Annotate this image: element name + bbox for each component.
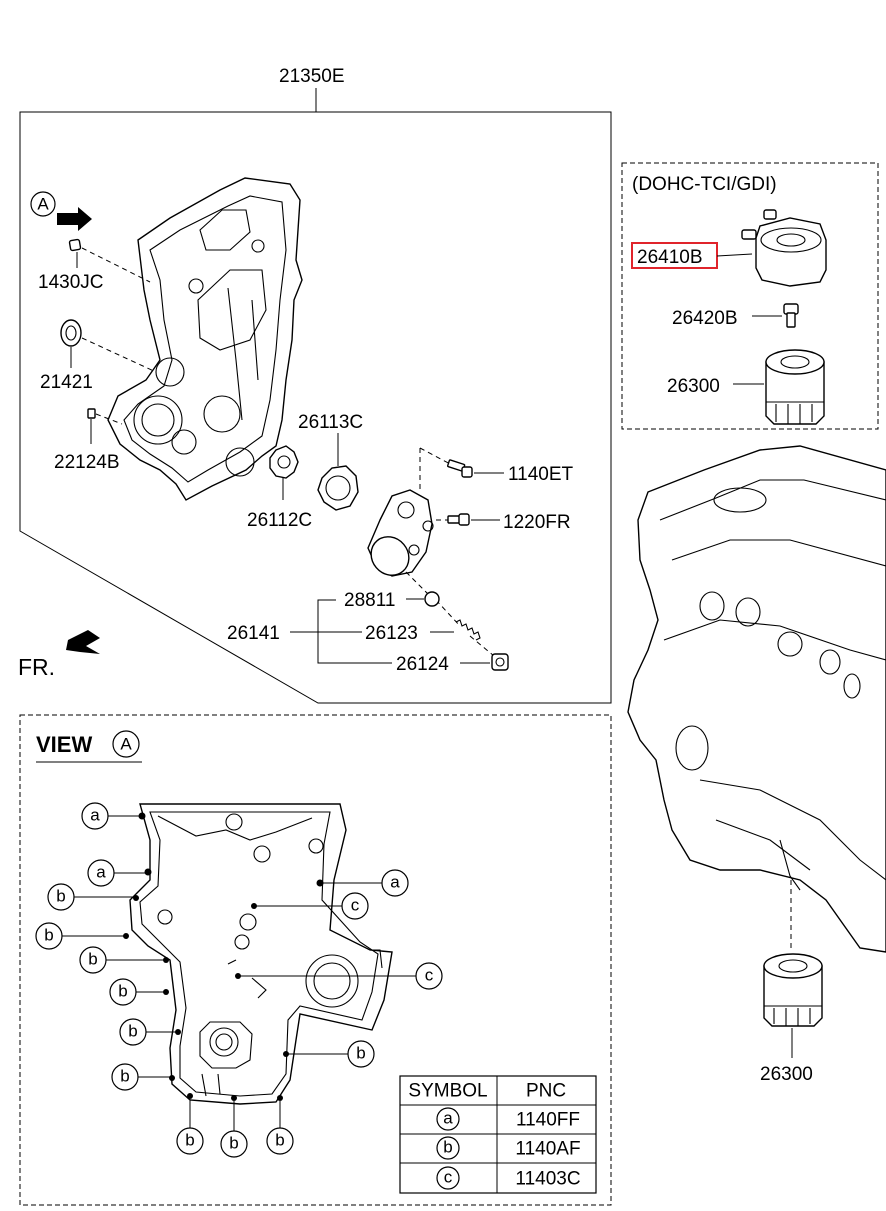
view-a-callouts: a a a b b b b b b b b b b c <box>35 802 443 1158</box>
front-arrow-icon <box>66 630 100 654</box>
label-26124[interactable]: 26124 <box>396 654 449 675</box>
variant-box: (DOHC-TCI/GDI) 26410B 26420B <box>621 162 879 430</box>
part-21421: 21421 <box>40 319 157 393</box>
callout-b: b <box>44 926 53 945</box>
label-1140ET[interactable]: 1140ET <box>508 464 574 485</box>
table-row-pnc[interactable]: 1140FF <box>516 1110 580 1131</box>
view-a-arrow: A <box>30 191 92 231</box>
callout-a: a <box>96 863 106 882</box>
part-22124B: 22124B <box>54 408 123 473</box>
variant-label: (DOHC-TCI/GDI) <box>632 174 777 195</box>
part-26141: 26141 <box>227 599 392 664</box>
label-26141[interactable]: 26141 <box>227 623 280 644</box>
label-1220FR[interactable]: 1220FR <box>503 512 571 533</box>
callout-c: c <box>425 966 434 985</box>
timing-cover-illustration <box>107 177 303 501</box>
part-1140ET: 1140ET <box>447 459 574 485</box>
callout-b: b <box>120 1067 129 1086</box>
label-26113C[interactable]: 26113C <box>298 412 363 433</box>
view-a-marker-text: A <box>37 195 49 214</box>
callout-a: a <box>90 806 100 825</box>
label-26123[interactable]: 26123 <box>365 623 418 644</box>
label-28811[interactable]: 28811 <box>344 590 395 611</box>
callout-b: b <box>229 1134 238 1153</box>
part-1220FR: 1220FR <box>447 512 571 533</box>
view-a-leaders <box>62 815 416 1131</box>
view-a-bolt-points <box>123 812 324 1101</box>
table-row-symbol: c <box>444 1168 453 1187</box>
oil-pump-housing <box>367 447 495 657</box>
part-26123: 26123 <box>365 619 481 644</box>
engine-oil-filter: 26300 <box>760 953 823 1085</box>
callout-b: b <box>275 1131 284 1150</box>
table-header-pnc: PNC <box>526 1081 566 1102</box>
callout-b: b <box>118 982 127 1001</box>
label-26300-engine[interactable]: 26300 <box>760 1064 813 1085</box>
symbol-table: SYMBOL PNC a 1140FF b 1140AF c 11403C <box>399 1075 597 1194</box>
front-label: FR. <box>18 654 55 680</box>
label-26410B[interactable]: 26410B <box>637 247 703 268</box>
assembly-label-21350E[interactable]: 21350E <box>279 66 345 87</box>
view-a-title: VIEW <box>36 732 92 757</box>
callout-b: b <box>185 1131 194 1150</box>
callout-b: b <box>88 950 97 969</box>
main-assembly-frame <box>19 111 612 704</box>
part-26420B-illustration <box>783 303 799 328</box>
part-28811: 28811 <box>344 590 440 611</box>
engine-block-illustration <box>627 445 886 953</box>
table-row-pnc[interactable]: 11403C <box>515 1169 580 1190</box>
callout-b: b <box>56 887 65 906</box>
view-a-box: VIEW A <box>19 714 612 1206</box>
callout-c: c <box>351 896 360 915</box>
front-direction-indicator: FR. <box>18 630 100 680</box>
table-row-pnc[interactable]: 1140AF <box>515 1139 580 1160</box>
callout-b: b <box>128 1022 137 1041</box>
part-26300-illustration <box>765 349 825 425</box>
part-26113C: 26113C <box>298 412 363 511</box>
label-26112C[interactable]: 26112C <box>247 510 312 531</box>
table-row-symbol: b <box>443 1138 452 1157</box>
label-26300-variant[interactable]: 26300 <box>667 376 720 397</box>
label-1430JC[interactable]: 1430JC <box>38 272 104 293</box>
label-21421[interactable]: 21421 <box>40 372 93 393</box>
main-assembly-group: 21350E A FR. <box>18 66 612 704</box>
callout-a: a <box>390 873 400 892</box>
table-header-symbol: SYMBOL <box>408 1081 487 1102</box>
label-26420B[interactable]: 26420B <box>672 308 738 329</box>
label-22124B[interactable]: 22124B <box>54 452 120 473</box>
table-row-symbol: a <box>443 1109 453 1128</box>
callout-b: b <box>356 1044 365 1063</box>
part-26112C: 26112C <box>247 445 312 531</box>
part-1430JC: 1430JC <box>38 238 151 293</box>
arrow-right-icon <box>57 207 92 231</box>
part-26124: 26124 <box>396 653 509 675</box>
view-a-title-marker: A <box>120 735 132 754</box>
part-26410B-illustration <box>741 209 827 287</box>
